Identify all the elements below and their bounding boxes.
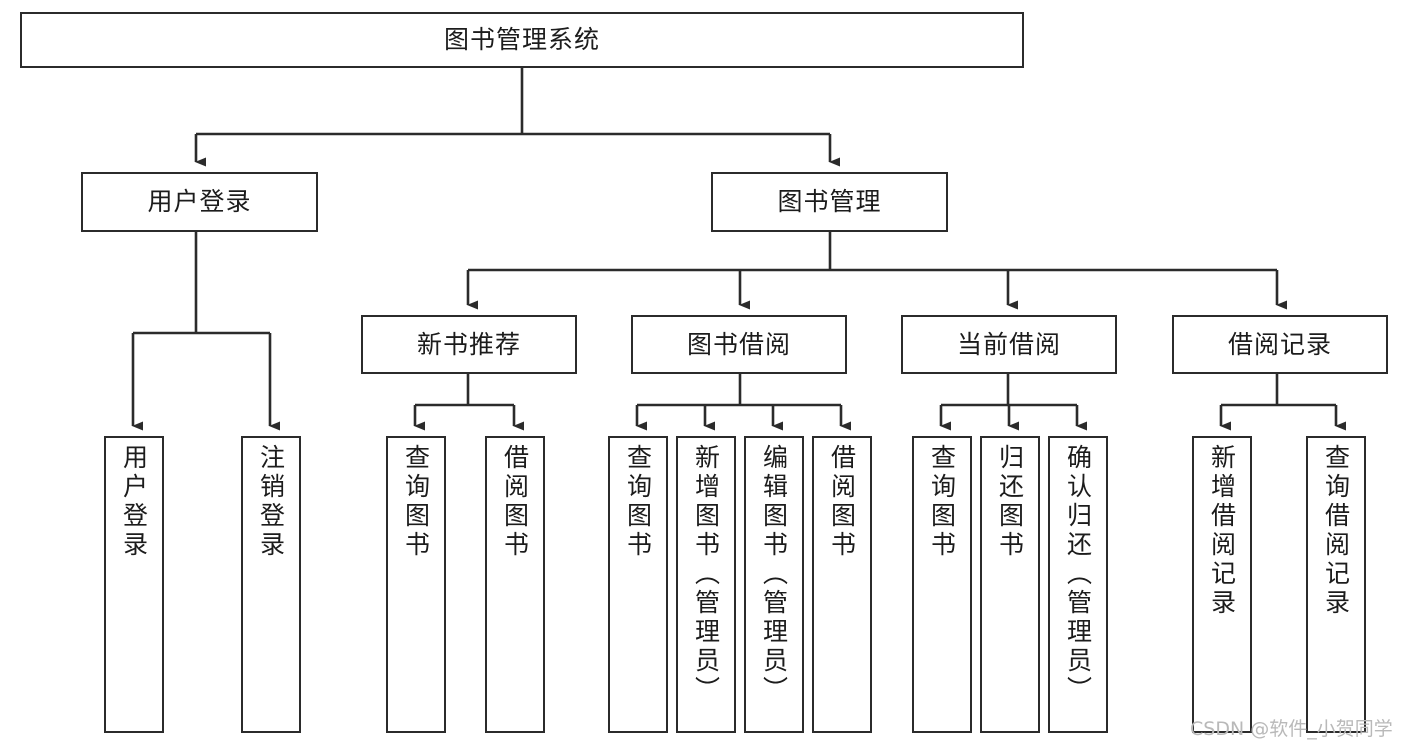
- node-leaf-confirm-return-label: 确认归还（管理员）: [1063, 444, 1093, 705]
- node-leaf-user-login-label: 用户登录: [119, 444, 149, 560]
- node-new-book-recommend[interactable]: 新书推荐: [361, 315, 577, 374]
- node-borrow-record[interactable]: 借阅记录: [1172, 315, 1388, 374]
- node-book-manage-label: 图书管理: [777, 187, 882, 216]
- node-leaf-add-record[interactable]: 新增借阅记录: [1192, 436, 1252, 733]
- node-leaf-edit-book-label: 编辑图书（管理员）: [759, 444, 789, 705]
- node-borrow-record-label: 借阅记录: [1227, 329, 1332, 359]
- node-leaf-query-record-label: 查询借阅记录: [1321, 444, 1351, 618]
- node-current-borrow-label: 当前借阅: [956, 329, 1061, 359]
- node-leaf-query-record[interactable]: 查询借阅记录: [1306, 436, 1366, 733]
- node-leaf-borrow-book-1-label: 借阅图书: [500, 444, 530, 560]
- node-root[interactable]: 图书管理系统: [20, 12, 1024, 68]
- node-leaf-logout-login[interactable]: 注销登录: [241, 436, 301, 733]
- node-new-book-recommend-label: 新书推荐: [416, 329, 521, 359]
- node-leaf-edit-book[interactable]: 编辑图书（管理员）: [744, 436, 804, 733]
- node-leaf-user-login[interactable]: 用户登录: [104, 436, 164, 733]
- node-leaf-query-book-1-label: 查询图书: [401, 444, 431, 560]
- node-leaf-borrow-book-2-label: 借阅图书: [827, 444, 857, 560]
- node-leaf-return-book-label: 归还图书: [995, 444, 1025, 560]
- node-leaf-query-book-1[interactable]: 查询图书: [386, 436, 446, 733]
- node-user-login[interactable]: 用户登录: [81, 172, 318, 232]
- node-current-borrow[interactable]: 当前借阅: [901, 315, 1117, 374]
- node-book-borrow[interactable]: 图书借阅: [631, 315, 847, 374]
- node-book-borrow-label: 图书借阅: [686, 329, 791, 359]
- node-leaf-borrow-book-2[interactable]: 借阅图书: [812, 436, 872, 733]
- node-leaf-query-book-2-label: 查询图书: [623, 444, 653, 560]
- node-leaf-confirm-return[interactable]: 确认归还（管理员）: [1048, 436, 1108, 733]
- node-leaf-query-book-3-label: 查询图书: [927, 444, 957, 560]
- node-leaf-add-book-label: 新增图书（管理员）: [691, 444, 721, 705]
- node-leaf-borrow-book-1[interactable]: 借阅图书: [485, 436, 545, 733]
- csdn-watermark: CSDN @软件_小贺同学: [1190, 718, 1393, 740]
- node-user-login-label: 用户登录: [147, 187, 252, 216]
- node-leaf-add-book[interactable]: 新增图书（管理员）: [676, 436, 736, 733]
- node-leaf-query-book-2[interactable]: 查询图书: [608, 436, 668, 733]
- node-leaf-logout-login-label: 注销登录: [256, 444, 286, 560]
- node-leaf-query-book-3[interactable]: 查询图书: [912, 436, 972, 733]
- node-root-label: 图书管理系统: [443, 25, 600, 54]
- node-leaf-add-record-label: 新增借阅记录: [1207, 444, 1237, 618]
- node-book-manage[interactable]: 图书管理: [711, 172, 948, 232]
- node-leaf-return-book[interactable]: 归还图书: [980, 436, 1040, 733]
